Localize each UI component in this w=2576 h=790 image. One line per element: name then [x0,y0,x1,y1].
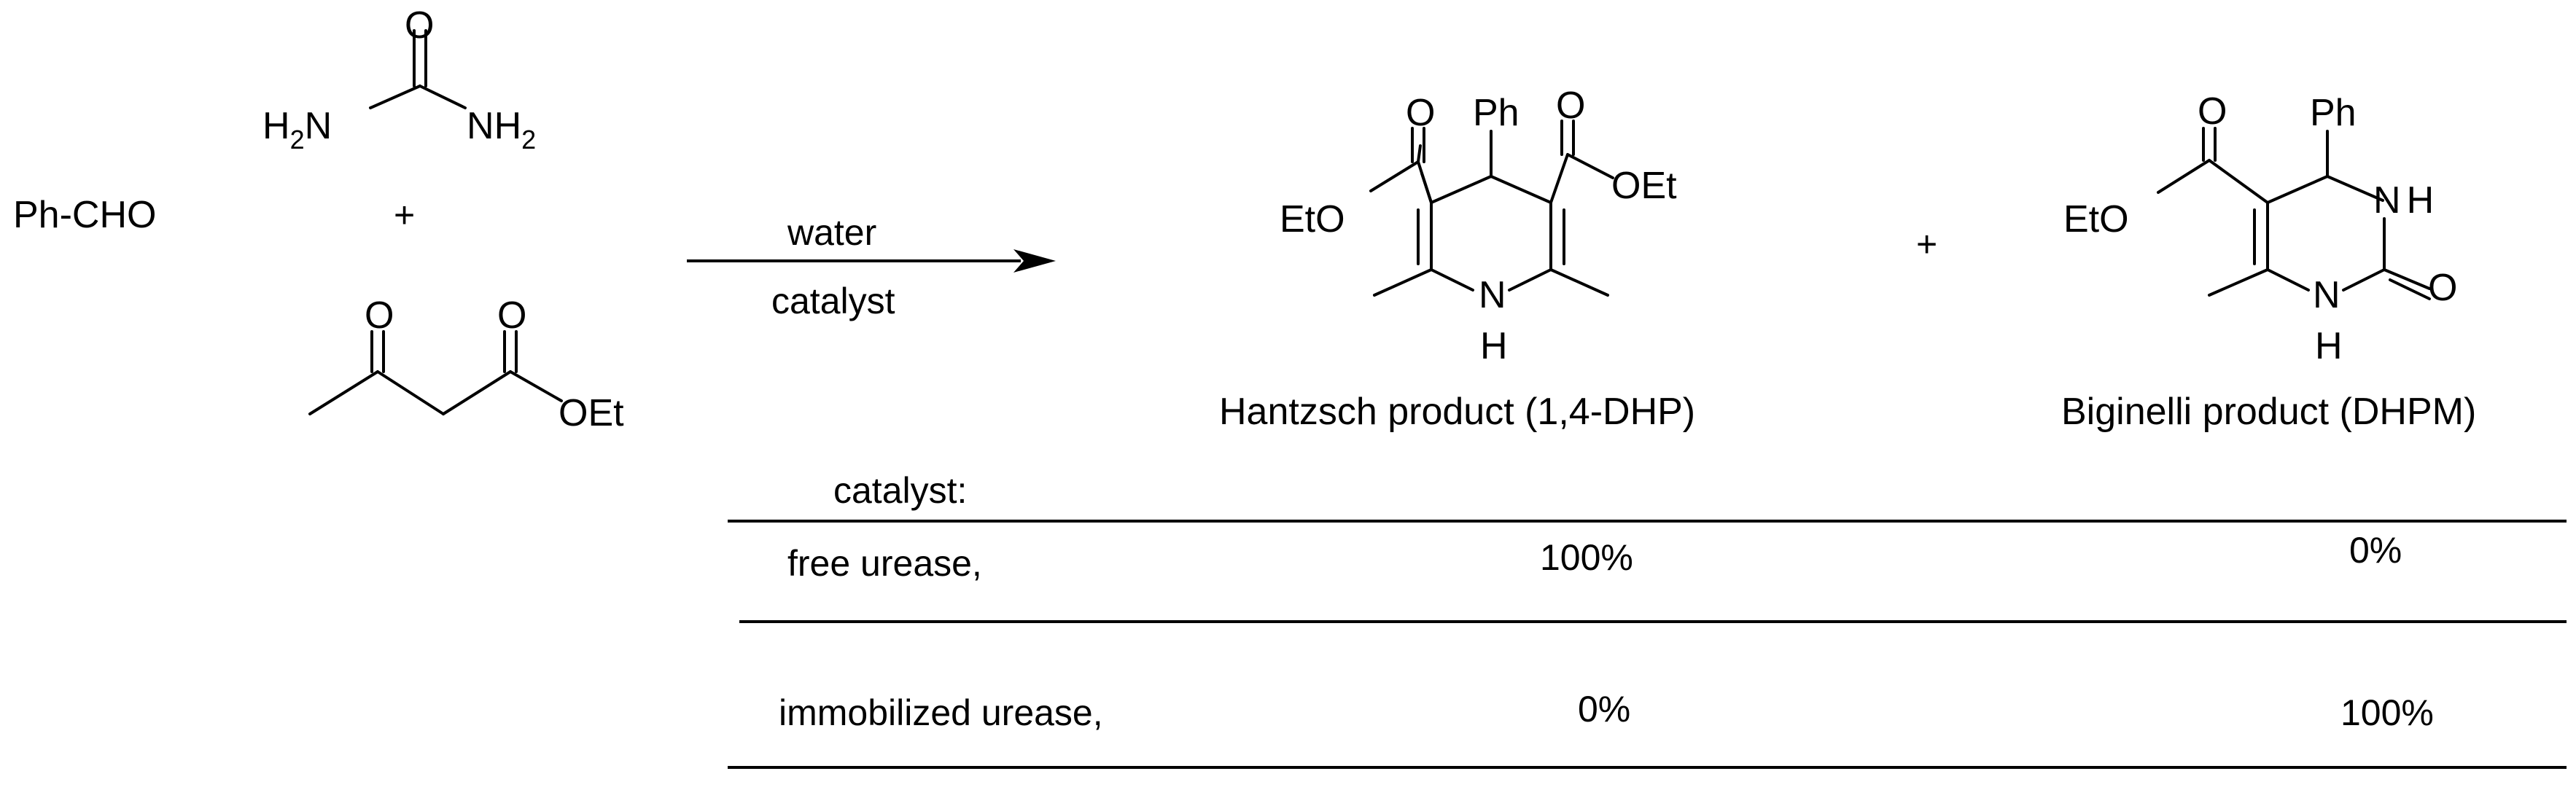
row-immobilized-biginelli-yield: 100% [2340,692,2434,733]
table-header-catalyst: catalyst: [833,470,967,511]
row-free-hantzsch-yield: 100% [1540,537,1633,578]
table-row: free urease, 100% 0% [787,530,2402,584]
hantzsch-ester-right: OEt [1611,165,1677,207]
results-table: catalyst: free urease, 100% 0% immobiliz… [728,470,2567,769]
ester-oet-label: OEt [559,392,624,434]
benzaldehyde-label: Ph-CHO [13,194,156,236]
hantzsch-nitrogen: N [1479,274,1506,316]
urea-amine-left: H2N [262,105,332,155]
reactant-plus: + [394,195,415,235]
catalyst-condition-label: catalyst [771,281,895,321]
hantzsch-structure: O O EtO OEt Ph N H [1280,85,1677,367]
biginelli-phenyl: Ph [2310,92,2357,134]
row-free-biginelli-yield: 0% [2349,530,2402,571]
hantzsch-ester-left: EtO [1280,198,1345,240]
biginelli-nh-hydrogen: H [2315,325,2343,367]
table-row: immobilized urease, 0% 100% [779,689,2434,733]
urea-amine-right: NH2 [467,105,536,155]
biginelli-ester-oxygen: O [2198,90,2227,133]
ethyl-acetoacetate-structure: O O OEt [308,294,624,434]
row-catalyst-immobilized: immobilized urease, [779,692,1103,733]
biginelli-nitrogen-bottom: N [2313,274,2340,316]
row-catalyst-free: free urease, [787,543,982,584]
urea-oxygen: O [405,4,434,47]
biginelli-product-label: Biginelli product (DHPM) [2061,391,2476,433]
hantzsch-oxygen-right: O [1556,85,1585,127]
hantzsch-product-label: Hantzsch product (1,4-DHP) [1219,391,1695,433]
product-plus: + [1916,224,1937,265]
ester-oxygen: O [497,294,526,337]
reaction-arrow [687,249,1056,273]
hantzsch-nh-hydrogen: H [1480,325,1508,367]
urea-structure: O H2N NH2 [262,4,536,155]
biginelli-urea-oxygen: O [2428,267,2457,309]
ketone-oxygen: O [365,294,394,337]
hantzsch-oxygen-left: O [1406,92,1435,134]
row-immobilized-hantzsch-yield: 0% [1578,689,1630,730]
biginelli-ester-label: EtO [2063,198,2129,240]
hantzsch-phenyl: Ph [1473,92,1519,134]
solvent-label: water [787,212,876,253]
